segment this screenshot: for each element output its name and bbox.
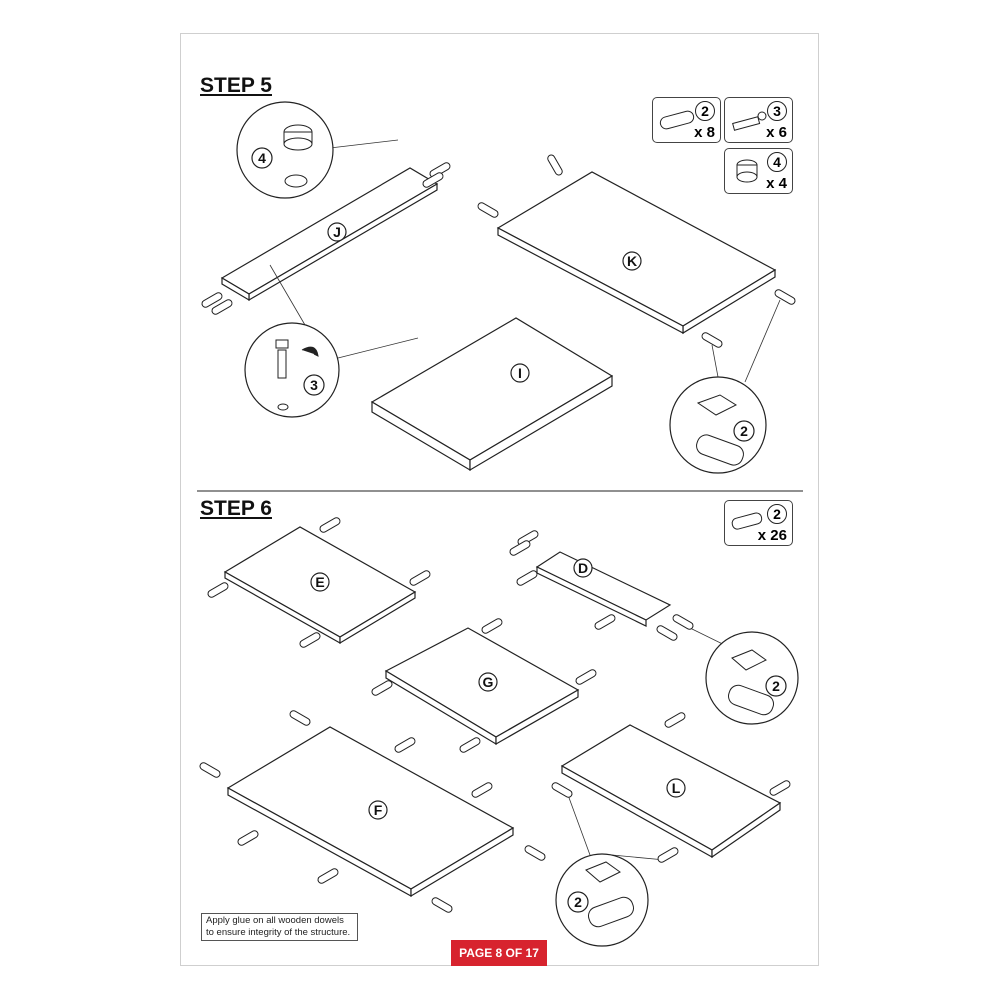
wooden-dowel-icon: [509, 540, 531, 556]
detail-dowel-step6-b: [555, 853, 649, 947]
panel-label-d: D: [578, 560, 588, 576]
wooden-dowel-icon: [664, 712, 686, 728]
cam-bolt-icon: [732, 111, 767, 131]
legend-dowel: 2 x 8: [652, 97, 721, 143]
wooden-dowel-icon: [656, 625, 678, 641]
cam-bolt-icon: [275, 339, 289, 349]
wooden-dowel-icon: [575, 669, 597, 685]
panel-label-j: J: [333, 224, 341, 240]
detail-dowel-step6-a: [705, 631, 799, 725]
wooden-dowel-icon: [547, 154, 563, 176]
wooden-dowel-icon: [317, 868, 339, 884]
cam-lock-icon: [736, 159, 758, 183]
wooden-dowel-icon: [207, 582, 229, 598]
wooden-dowel-icon: [394, 737, 416, 753]
detail-number: 4: [258, 150, 266, 166]
detail-number: 2: [574, 894, 582, 910]
part-quantity: x 4: [766, 175, 787, 192]
part-quantity: x 6: [766, 124, 787, 141]
panel-d: [535, 551, 672, 627]
wooden-dowel-icon: [409, 570, 431, 586]
part-number: 3: [767, 101, 787, 121]
wooden-dowel-icon: [516, 570, 538, 586]
wooden-dowel-icon: [657, 847, 679, 863]
panel-label-g: G: [483, 674, 494, 690]
wooden-dowel-icon: [201, 292, 223, 308]
detail-number: 2: [772, 678, 780, 694]
panel-label-f: F: [374, 802, 383, 818]
step-6-title: STEP 6: [200, 497, 272, 520]
detail-number: 3: [310, 377, 318, 393]
wooden-dowel-icon: [299, 632, 321, 648]
panel-label-i: I: [518, 365, 522, 381]
wooden-dowel-icon: [701, 332, 723, 348]
wooden-dowel-icon: [774, 289, 796, 305]
part-quantity: x 26: [757, 527, 787, 544]
legend-cam-bolt: 3 x 6: [724, 97, 793, 143]
wooden-dowel-icon: [517, 530, 539, 546]
rotate-arrow-icon: [301, 346, 319, 357]
wooden-dowel-icon: [551, 782, 573, 798]
wooden-dowel-icon: [431, 897, 453, 913]
wooden-dowel-icon: [769, 780, 791, 796]
panel-label-e: E: [315, 574, 324, 590]
panel-i: [370, 317, 614, 472]
wooden-dowel-icon: [371, 680, 393, 696]
wooden-dowel-icon: [471, 782, 493, 798]
part-number: 2: [695, 101, 715, 121]
wooden-dowel-icon: [237, 830, 259, 846]
part-number: 4: [767, 152, 787, 172]
part-number: 2: [767, 504, 787, 524]
legend-cam-lock: 4 x 4: [724, 148, 793, 194]
page-number-badge: PAGE 8 OF 17: [451, 940, 547, 966]
wooden-dowel-icon: [459, 737, 481, 753]
detail-cam-lock: [236, 101, 334, 199]
wooden-dowel-icon: [211, 299, 233, 315]
wooden-dowel-icon: [422, 172, 444, 188]
wooden-dowel-icon: [319, 517, 341, 533]
panel-label-k: K: [627, 253, 637, 269]
panel-k: [496, 171, 777, 335]
detail-number: 2: [740, 423, 748, 439]
glue-note: Apply glue on all wooden dowels to ensur…: [201, 913, 358, 941]
wooden-dowel-icon: [659, 110, 695, 130]
legend-dowel-step6: 2 x 26: [724, 500, 793, 546]
wooden-dowel-icon: [477, 202, 499, 218]
wooden-dowel-icon: [672, 614, 694, 630]
wooden-dowel-icon: [594, 614, 616, 630]
wooden-dowel-icon: [289, 710, 311, 726]
wooden-dowel-icon: [481, 618, 503, 634]
panel-label-l: L: [672, 780, 681, 796]
step-5-title: STEP 5: [200, 74, 272, 97]
detail-cam-bolt: [244, 322, 340, 418]
wooden-dowel-icon: [199, 762, 221, 778]
wooden-dowel-icon: [731, 512, 763, 530]
wooden-dowel-icon: [524, 845, 546, 861]
wooden-dowel-icon: [696, 434, 744, 466]
part-quantity: x 8: [694, 124, 715, 141]
